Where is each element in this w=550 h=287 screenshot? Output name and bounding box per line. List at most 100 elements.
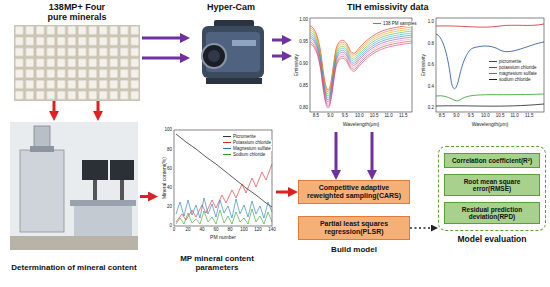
legend-text: picromerite — [499, 59, 521, 64]
flow-arrow — [142, 57, 184, 60]
box-text: Residual prediction deviation(RPD) — [448, 206, 536, 221]
axis-label: PM number — [163, 234, 283, 240]
camera-image — [202, 20, 264, 84]
axis-label: Wavelength(μm) — [430, 121, 550, 127]
axis-label: 11.0 — [329, 113, 449, 118]
lab-instrument-photo — [10, 122, 138, 250]
axis-label: 0 — [112, 223, 172, 228]
legend-entry: magnesium sulfate — [488, 71, 538, 76]
panel-heading: 138MP+ Four pure minerals — [41, 2, 113, 23]
group-box: Correlation coefficient(R²) Root mean squ… — [438, 146, 546, 245]
emissivity-chart-left — [310, 18, 412, 112]
legend-entry: sodium chloride — [488, 77, 532, 82]
metric-box: Residual prediction deviation(RPD) — [444, 202, 540, 224]
photo-panel: 138MP+ Four pure minerals — [12, 2, 142, 101]
axis-label: Mineral content(%) — [161, 118, 167, 238]
axis-label: 11.5 — [343, 113, 463, 118]
flow-arrow — [140, 195, 152, 198]
box-text: Correlation coefficient(R²) — [452, 157, 532, 164]
mineral-content-chart-part — [176, 209, 272, 224]
camera-image-part — [206, 78, 262, 84]
emissivity-chart-right-part — [436, 18, 544, 112]
legend-line — [223, 148, 231, 149]
legend-text: Potassium chloride — [233, 140, 271, 145]
sample-photo-part — [14, 25, 140, 101]
legend-entry: Magnesium sulfate — [222, 146, 272, 151]
sample-photo — [14, 25, 140, 101]
axis-label: 100 — [184, 227, 304, 232]
legend-text: 138 PM samples — [383, 21, 417, 26]
camera-image-part — [232, 40, 256, 46]
legend-line — [223, 154, 231, 155]
axis-label: 10.5 — [440, 113, 550, 118]
panel-heading: Model evaluation — [458, 235, 527, 245]
emissivity-chart-right-part — [436, 94, 544, 101]
axis-label: 40 — [112, 185, 172, 190]
legend-text: Sodium chloride — [233, 152, 265, 157]
lab-instrument-photo-part — [82, 160, 108, 180]
legend-line — [489, 67, 497, 68]
stage-label: Build model — [294, 245, 414, 255]
axis-label: 11.0 — [455, 113, 550, 118]
lab-instrument-photo-part — [110, 160, 134, 180]
sample-photo-part — [14, 25, 140, 101]
axis-label: 20 — [112, 204, 172, 209]
legend-entry: 138 PM samples — [372, 21, 418, 26]
axis-label: 0.2 — [374, 105, 434, 110]
panel-heading: MP mineral content parameters — [158, 254, 276, 272]
axis-label: 0.4 — [374, 84, 434, 89]
axis-label: 120 — [198, 227, 318, 232]
axis-label: Wavelength(μm) — [301, 121, 421, 127]
legend-line — [489, 73, 497, 74]
axis-label: 1.00 — [248, 17, 308, 22]
axis-label: 140 — [212, 227, 332, 232]
lab-instrument-photo-part — [30, 146, 54, 152]
emissivity-chart-right — [436, 18, 544, 112]
lab-instrument-photo-part — [74, 206, 132, 236]
mineral-content-chart-part — [176, 164, 272, 222]
process-box: Partial least squares regression(PLSR) — [298, 216, 410, 240]
panel-heading: Hyper-Cam — [207, 2, 255, 12]
lab-instrument-photo-part — [70, 200, 136, 206]
lab-instrument-photo-part — [93, 180, 97, 200]
mineral-content-chart-part — [174, 130, 272, 226]
legend-line — [223, 142, 231, 143]
legend-text: magnesium sulfate — [499, 71, 537, 76]
box-text: Competitive adaptive reweighted sampling… — [302, 184, 406, 200]
emissivity-chart-left-part — [310, 43, 412, 108]
axis-label: 0.95 — [248, 39, 308, 44]
emissivity-chart-right-part — [436, 24, 544, 27]
camera-image-part — [202, 44, 226, 68]
axis-label: Emissivity — [293, 5, 299, 125]
lab-instrument-photo-part — [120, 180, 124, 200]
emissivity-chart-left-part — [310, 33, 412, 98]
axis-label: Emissivity — [420, 5, 426, 125]
legend-entry: Sodium chloride — [222, 152, 266, 157]
flow-arrow — [142, 37, 184, 40]
emissivity-chart-left-part — [310, 35, 412, 100]
legend-line — [489, 79, 497, 80]
lab-instrument-photo-part — [10, 236, 138, 250]
flow-arrow — [53, 101, 56, 115]
mineral-content-chart-part — [176, 134, 272, 207]
axis-label: 0.90 — [248, 61, 308, 66]
instrument-panel: Determination of mineral content — [8, 121, 140, 272]
emissivity-chart-right-part — [436, 104, 544, 106]
camera-image-part — [202, 26, 264, 78]
camera-image-part — [208, 50, 220, 62]
axis-label: 0.6 — [374, 62, 434, 67]
metric-box: Root mean square error(RMSE) — [444, 174, 540, 196]
lab-instrument-photo-part — [10, 122, 138, 250]
emissivity-chart-left-part — [310, 37, 412, 102]
legend-text: Magnesium sulfate — [233, 146, 271, 151]
legend-line — [489, 61, 497, 62]
axis-label: 60 — [112, 166, 172, 171]
flow-arrow — [272, 39, 286, 42]
legend-text: Picromerite — [233, 134, 256, 139]
box-text: Partial least squares regression(PLSR) — [302, 220, 406, 236]
axis-label: 10.5 — [314, 113, 434, 118]
axis-label: 0.8 — [374, 41, 434, 46]
legend-text: sodium chloride — [499, 77, 531, 82]
dotted-arrow — [410, 227, 434, 229]
